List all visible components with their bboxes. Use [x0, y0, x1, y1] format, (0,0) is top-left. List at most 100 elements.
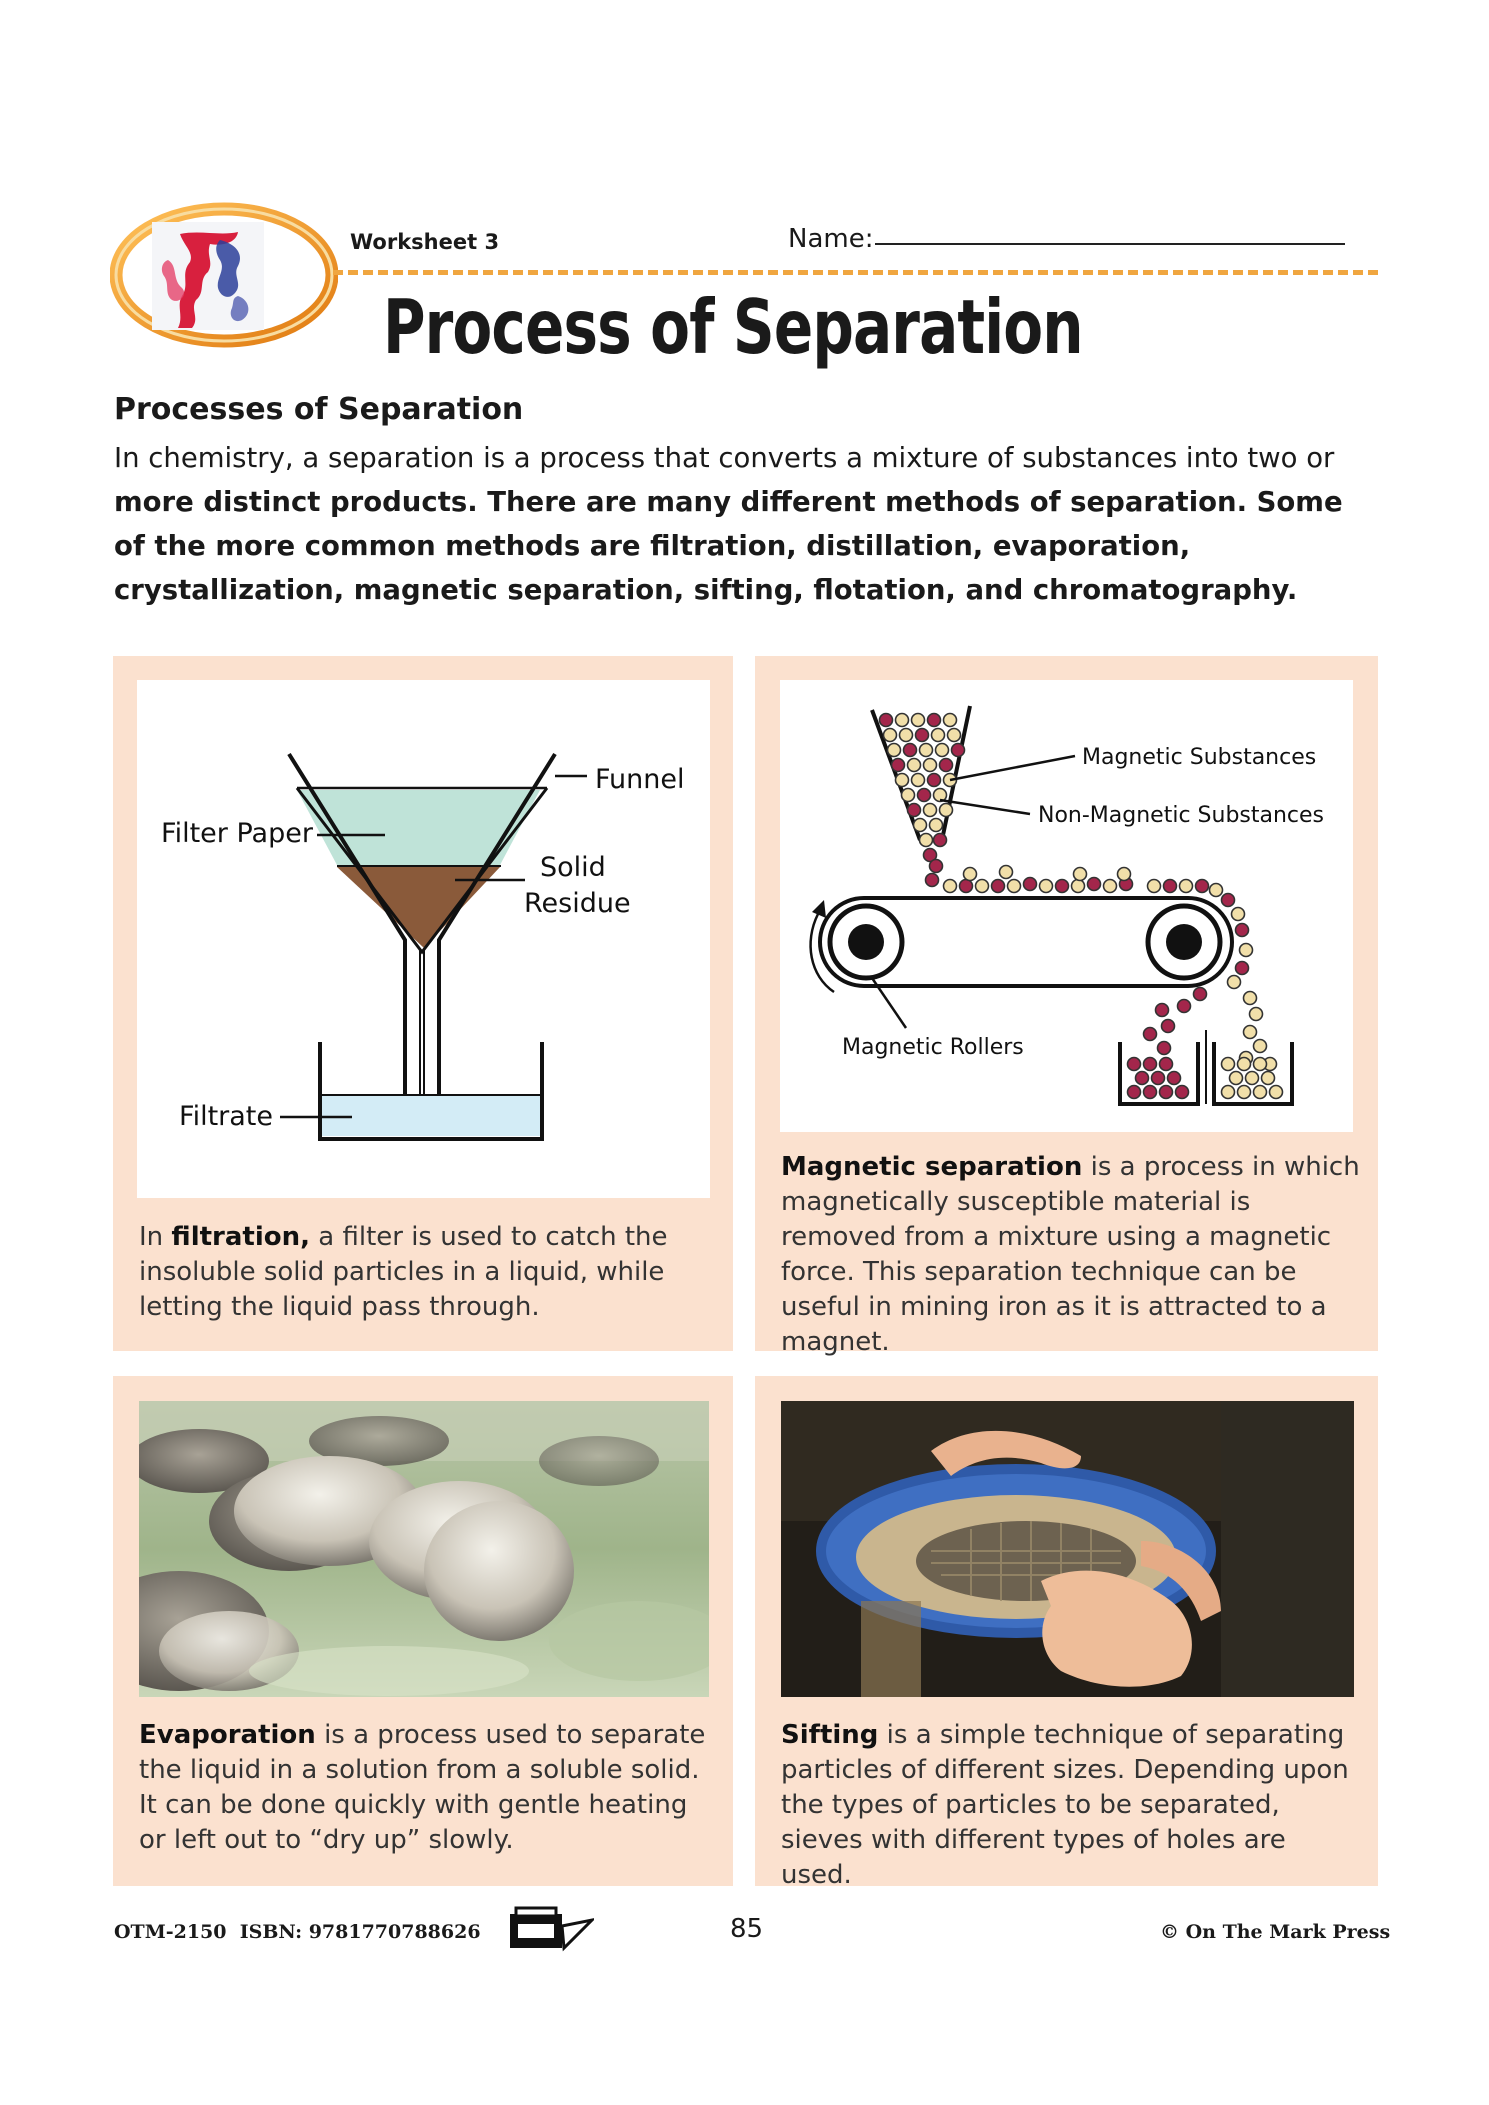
name-label: Name: [788, 224, 874, 254]
bead [1150, 1070, 1166, 1086]
bead [932, 832, 948, 848]
bead [1166, 1070, 1182, 1086]
bead [1162, 878, 1178, 894]
bead [1244, 1070, 1260, 1086]
bead [938, 802, 954, 818]
bead [934, 742, 950, 758]
bead [1174, 1084, 1190, 1100]
bead [950, 742, 966, 758]
bead [906, 757, 922, 773]
bead [878, 712, 894, 728]
bead [1038, 878, 1054, 894]
bead [932, 787, 948, 803]
bead [1242, 1024, 1258, 1040]
sifting-panel: Sifting is a simple technique of separat… [755, 1376, 1378, 1890]
magnetic-caption-text: is a process in which magnetically susce… [781, 1152, 1360, 1357]
name-field-line[interactable] [875, 243, 1345, 245]
bead [1116, 866, 1132, 882]
bead [922, 757, 938, 773]
bead [902, 742, 918, 758]
bead [914, 727, 930, 743]
bead [946, 727, 962, 743]
sifting-term: Sifting [781, 1720, 879, 1750]
evaporation-caption: Evaporation is a process used to separat… [139, 1718, 719, 1858]
bead [1208, 882, 1224, 898]
evaporation-panel: Evaporation is a process used to separat… [113, 1376, 733, 1886]
bead [1248, 1006, 1264, 1022]
bead [1102, 878, 1118, 894]
bead [910, 712, 926, 728]
magnetic-term: Magnetic separation [781, 1152, 1083, 1182]
bead [926, 772, 942, 788]
filtration-caption-text: a filter is used to catch the insoluble … [139, 1222, 668, 1322]
bead [1156, 1040, 1172, 1056]
solid-label: Solid [540, 852, 606, 883]
sifting-photo [781, 1401, 1354, 1697]
bead [1072, 866, 1088, 882]
bead [1158, 1056, 1174, 1072]
bead [922, 847, 938, 863]
bead [1126, 1084, 1142, 1100]
evaporation-caption-text: is a process used to separate the liquid… [139, 1720, 706, 1855]
bead [1234, 922, 1250, 938]
bead [1192, 986, 1208, 1002]
filter-paper-label: Filter Paper [161, 818, 314, 849]
non-magnetic-substances-label: Non-Magnetic Substances [1038, 803, 1324, 828]
footer-copyright: © On The Mark Press [1160, 1921, 1391, 1943]
bead [1228, 1070, 1244, 1086]
bead [918, 742, 934, 758]
filtrate-label: Filtrate [179, 1101, 273, 1132]
footer-product-code: OTM-2150 ISBN: 9781770788626 [114, 1921, 481, 1943]
bead [882, 727, 898, 743]
header-dashed-rule [333, 270, 1378, 275]
filtration-diagram: Funnel Filter Paper Solid Residue Filtra… [137, 680, 710, 1198]
bead [1146, 878, 1162, 894]
bead [1236, 1084, 1252, 1100]
bead [1142, 1084, 1158, 1100]
bead [928, 858, 944, 874]
evaporation-term: Evaporation [139, 1720, 316, 1750]
bead [974, 878, 990, 894]
bead [1054, 878, 1070, 894]
bead [1242, 990, 1258, 1006]
bead [990, 878, 1006, 894]
worksheet-label: Worksheet 3 [350, 230, 500, 254]
bead [930, 727, 946, 743]
magnetic-separation-diagram: Magnetic Substances Non-Magnetic Substan… [780, 680, 1353, 1132]
bead [900, 787, 916, 803]
bead [1006, 878, 1022, 894]
bead [918, 832, 934, 848]
hopper-beads [878, 712, 966, 888]
bead [1142, 1056, 1158, 1072]
sifting-caption: Sifting is a simple technique of separat… [781, 1718, 1361, 1893]
bead [1126, 1056, 1142, 1072]
bead [1236, 1056, 1252, 1072]
bead [938, 757, 954, 773]
bead [1220, 1084, 1236, 1100]
bead [1252, 1084, 1268, 1100]
section-heading: Processes of Separation [114, 392, 524, 427]
magnetic-caption: Magnetic separation is a process in whic… [781, 1150, 1361, 1360]
filtration-term: filtration, [171, 1222, 310, 1252]
bead [910, 772, 926, 788]
page-title: Process of Separation [383, 283, 1084, 371]
magnetic-separation-panel: Magnetic Substances Non-Magnetic Substan… [755, 656, 1378, 1357]
bead [1194, 878, 1210, 894]
bead [1260, 1070, 1276, 1086]
bead [962, 866, 978, 882]
magnetic-substances-label: Magnetic Substances [1082, 745, 1316, 770]
bead [886, 742, 902, 758]
bead [924, 872, 940, 888]
intro-paragraph: In chemistry, a separation is a process … [114, 436, 1359, 612]
bead [1226, 974, 1242, 990]
bead [922, 802, 938, 818]
copier-icon [510, 1906, 594, 1952]
bead [1022, 876, 1038, 892]
worksheet-logo [110, 202, 338, 348]
intro-rest: more distinct products. There are many d… [114, 486, 1343, 606]
filtration-caption-pre: In [139, 1222, 172, 1252]
bead [1070, 878, 1086, 894]
bead [912, 817, 928, 833]
sieve-mesh [931, 1521, 1121, 1601]
page-number: 85 [730, 1914, 764, 1944]
